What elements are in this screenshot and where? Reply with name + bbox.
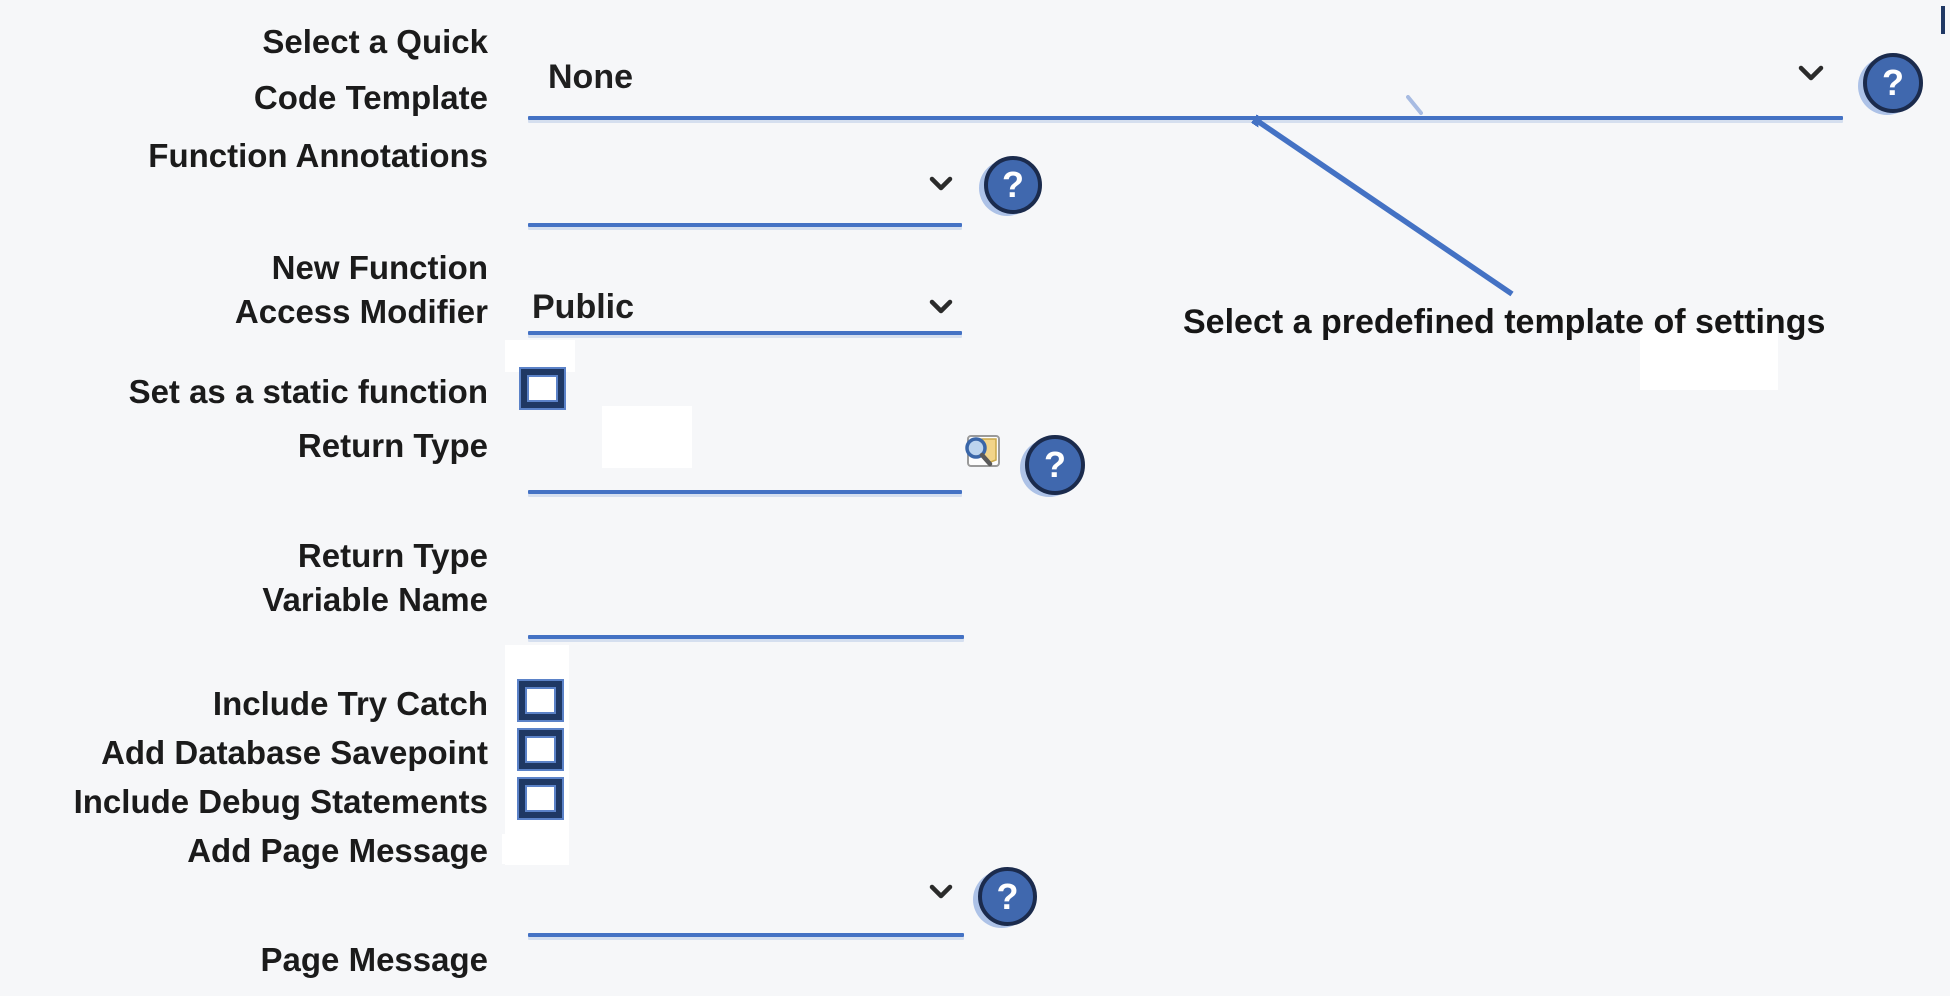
return-type-variable-input[interactable] (528, 575, 964, 637)
field-underline (528, 331, 962, 335)
access-modifier-label-line2: Access Modifier (234, 293, 488, 330)
help-button[interactable]: ? (984, 156, 1042, 214)
static-function-label: Set as a static function (128, 373, 488, 410)
white-patch (1640, 330, 1778, 390)
white-patch (505, 340, 575, 372)
quick-code-template-label-line2: Code Template (253, 79, 488, 116)
field-underline (528, 635, 964, 639)
field-underline (528, 223, 962, 227)
white-patch (602, 406, 692, 468)
checkbox-border (519, 681, 562, 720)
quick-code-template-select[interactable]: None (528, 48, 1843, 120)
chevron-down-icon[interactable] (929, 883, 953, 900)
add-page-message-select[interactable] (528, 858, 964, 936)
access-modifier-select[interactable]: Public (528, 280, 962, 334)
function-annotations-label: Function Annotations (148, 137, 488, 174)
help-button[interactable]: ? (1025, 435, 1085, 495)
access-modifier-value: Public (532, 288, 635, 326)
help-button[interactable]: ? (1863, 53, 1923, 113)
return-type-input[interactable] (528, 430, 962, 492)
corner-tick-mark (1941, 6, 1945, 34)
chevron-down-icon[interactable] (1798, 64, 1824, 82)
checkbox-border (519, 730, 562, 769)
checkbox-border (521, 369, 564, 408)
quick-code-template-label-line1: Select a Quick (262, 23, 488, 60)
page-message-label: Page Message (260, 941, 488, 978)
include-try-catch-checkbox[interactable] (517, 679, 564, 722)
chevron-down-icon[interactable] (929, 175, 953, 192)
include-debug-statements-label: Include Debug Statements (73, 783, 488, 820)
field-underline (528, 116, 1843, 120)
include-try-catch-label: Include Try Catch (212, 685, 488, 722)
checkbox-border (519, 779, 562, 818)
return-type-variable-label-line2: Variable Name (262, 581, 488, 618)
return-type-variable-label-line1: Return Type (297, 537, 488, 574)
chevron-down-icon[interactable] (929, 298, 953, 315)
quick-code-template-value: None (548, 58, 633, 96)
annotation-caption: Select a predefined template of settings (1183, 303, 1826, 341)
static-function-checkbox[interactable] (519, 367, 566, 410)
return-type-label: Return Type (297, 427, 488, 464)
lookup-icon[interactable] (961, 434, 1001, 468)
add-database-savepoint-checkbox[interactable] (517, 728, 564, 771)
field-underline (528, 490, 962, 494)
function-annotations-select[interactable] (528, 134, 962, 224)
white-patch (502, 834, 560, 864)
field-underline (528, 933, 964, 937)
access-modifier-label-line1: New Function (271, 249, 488, 286)
add-page-message-label: Add Page Message (187, 832, 488, 869)
add-database-savepoint-label: Add Database Savepoint (101, 734, 488, 771)
include-debug-statements-checkbox[interactable] (517, 777, 564, 820)
help-button[interactable]: ? (978, 867, 1037, 926)
